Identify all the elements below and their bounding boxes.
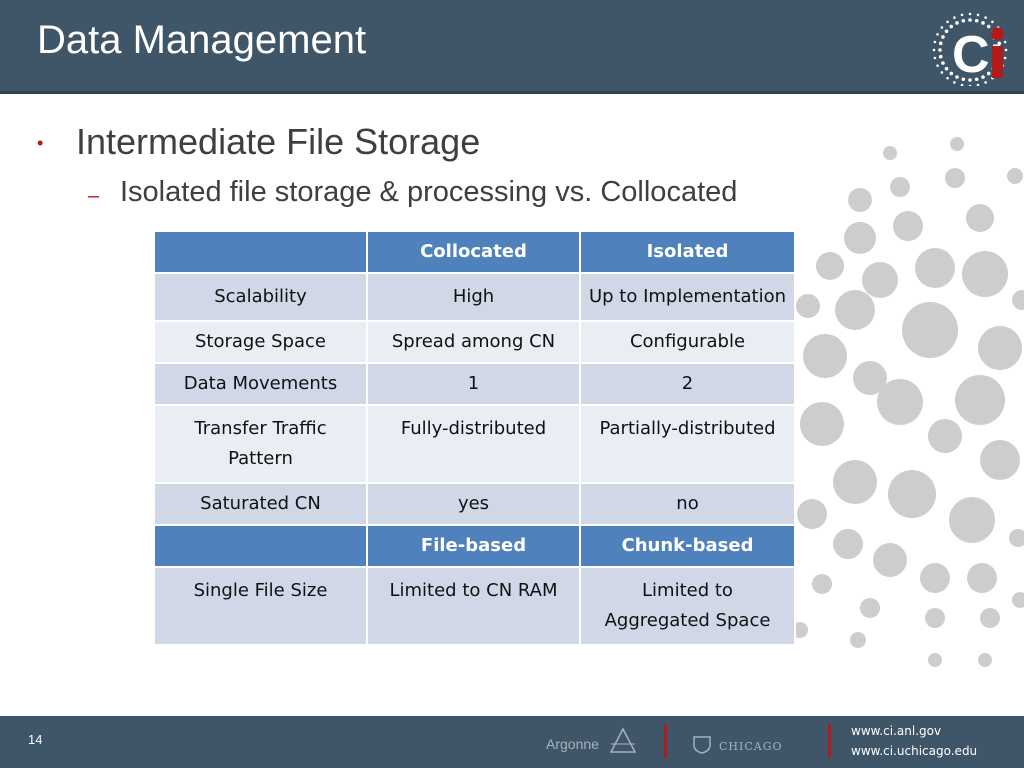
- decorative-circle: [800, 402, 844, 446]
- table-header-cell: [153, 230, 368, 274]
- table-cell: Limited to CN RAM: [366, 566, 581, 646]
- uchicago-logo: CHICAGO: [719, 740, 783, 753]
- decorative-circle: [928, 419, 962, 453]
- footer-separator: [664, 724, 667, 758]
- table-cell: Partially-distributed: [579, 404, 796, 484]
- table-row: Storage Space Spread among CN Configurab…: [153, 320, 796, 364]
- decorative-circle: [920, 563, 950, 593]
- decorative-circle: [980, 440, 1020, 480]
- table-cell: 1: [366, 362, 581, 406]
- decorative-circle: [816, 252, 844, 280]
- decorative-circle: [848, 188, 872, 212]
- decorative-circle: [1009, 529, 1024, 547]
- argonne-logo: Argonne: [546, 736, 599, 752]
- table-row: Scalability High Up to Implementation: [153, 272, 796, 322]
- decorative-circle: [873, 543, 907, 577]
- decorative-circle: [877, 379, 923, 425]
- table-header-cell: Chunk-based: [579, 524, 796, 568]
- table-cell: Up to Implementation: [579, 272, 796, 322]
- slide-title: Data Management: [37, 18, 367, 62]
- bullet-dot-icon: •: [37, 133, 44, 153]
- decorative-circle: [978, 326, 1022, 370]
- table-cell: 2: [579, 362, 796, 406]
- table-cell: Limited to Aggregated Space: [579, 566, 796, 646]
- page-number: 14: [28, 732, 43, 747]
- footer-separator: [828, 724, 831, 758]
- table-cell: Storage Space: [153, 320, 368, 364]
- table-cell: Scalability: [153, 272, 368, 322]
- decorative-circle: [888, 470, 936, 518]
- decorative-circle: [844, 222, 876, 254]
- uchicago-shield-icon: [693, 736, 711, 754]
- table-row: Data Movements 1 2: [153, 362, 796, 406]
- decorative-circle: [949, 497, 995, 543]
- argonne-mark-icon: [609, 727, 637, 753]
- table-header-row: Collocated Isolated: [153, 230, 796, 274]
- table-cell: Configurable: [579, 320, 796, 364]
- table-cell: Saturated CN: [153, 482, 368, 526]
- decorative-circle: [945, 168, 965, 188]
- decorative-circle: [1007, 168, 1023, 184]
- footer-links: www.ci.anl.gov www.ci.uchicago.edu: [851, 721, 977, 761]
- decorative-circle: [1012, 592, 1024, 608]
- table-cell: Fully-distributed: [366, 404, 581, 484]
- dash-icon: –: [88, 185, 100, 207]
- decorative-circle: [902, 302, 958, 358]
- footer-link-uchicago[interactable]: www.ci.uchicago.edu: [851, 744, 978, 758]
- decorative-circle: [890, 177, 910, 197]
- decorative-circle: [853, 361, 887, 395]
- decorative-circle: [833, 460, 877, 504]
- table-cell: Spread among CN: [366, 320, 581, 364]
- decorative-circle: [978, 653, 992, 667]
- table-cell: no: [579, 482, 796, 526]
- table-header-row: File-based Chunk-based: [153, 524, 796, 568]
- decorative-circle: [833, 529, 863, 559]
- decorative-circle: [797, 499, 827, 529]
- table-row: Transfer Traffic Pattern Fully-distribut…: [153, 404, 796, 484]
- decorative-circle: [803, 334, 847, 378]
- slide-footer: 14 Argonne CHICAGO www.ci.anl.gov www.ci…: [0, 716, 1024, 768]
- decorative-circle: [980, 608, 1000, 628]
- table-header-cell: [153, 524, 368, 568]
- decorative-circle: [835, 290, 875, 330]
- table-cell: Transfer Traffic Pattern: [153, 404, 368, 484]
- decorative-circle: [792, 622, 808, 638]
- table-header-cell: File-based: [366, 524, 581, 568]
- table-header-cell: Collocated: [366, 230, 581, 274]
- decorative-circle: [883, 146, 897, 160]
- decorative-circle: [950, 137, 964, 151]
- decorative-circle: [967, 563, 997, 593]
- table-cell: Data Movements: [153, 362, 368, 406]
- decorative-circle: [915, 248, 955, 288]
- decorative-circle: [955, 375, 1005, 425]
- slide-header: Data Management Ci: [0, 0, 1024, 94]
- comparison-table: Collocated Isolated Scalability High Up …: [153, 230, 796, 646]
- decorative-circle: [1012, 290, 1024, 310]
- decorative-circle: [962, 251, 1008, 297]
- decorative-circle: [862, 262, 898, 298]
- decorative-circle: [928, 653, 942, 667]
- ci-logo: Ci: [932, 12, 1008, 86]
- table-cell: High: [366, 272, 581, 322]
- decorative-circle: [850, 632, 866, 648]
- table-row: Single File Size Limited to CN RAM Limit…: [153, 566, 796, 646]
- decorative-circle: [966, 204, 994, 232]
- footer-link-anl[interactable]: www.ci.anl.gov: [851, 724, 942, 738]
- table-cell: Single File Size: [153, 566, 368, 646]
- decorative-circle: [812, 574, 832, 594]
- table-row: Saturated CN yes no: [153, 482, 796, 526]
- decorative-circle: [925, 608, 945, 628]
- decorative-circle: [893, 211, 923, 241]
- decorative-circle: [796, 294, 820, 318]
- table-cell: yes: [366, 482, 581, 526]
- table-header-cell: Isolated: [579, 230, 796, 274]
- decorative-circle: [860, 598, 880, 618]
